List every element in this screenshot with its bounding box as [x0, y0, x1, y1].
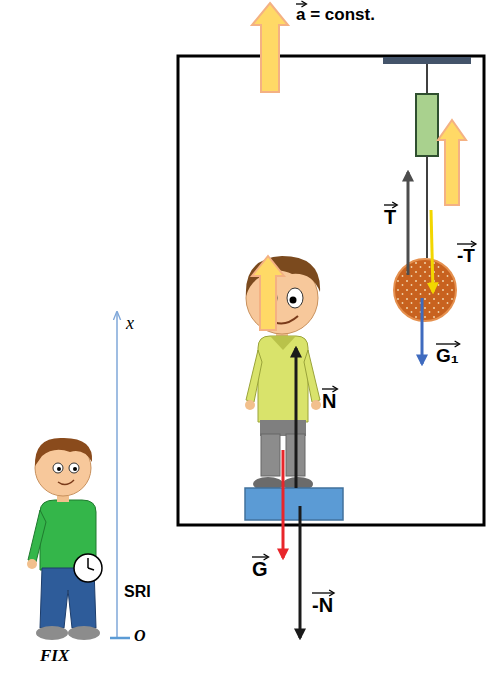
axis-label: SRI	[124, 583, 151, 600]
axis-label: x	[126, 313, 134, 333]
vector-arrow	[436, 343, 459, 344]
acceleration-arrow	[438, 120, 466, 205]
label-holder: -N	[312, 592, 333, 618]
vector-arrow	[322, 388, 336, 389]
vector-label: G	[252, 558, 268, 580]
vector-arrow	[296, 3, 305, 4]
string	[426, 156, 428, 258]
label-holder: -T	[457, 244, 475, 269]
label-holder: O	[134, 626, 146, 647]
vector-label: a = const.	[296, 5, 375, 24]
acceleration-arrow	[252, 256, 284, 330]
tension-arrow	[407, 172, 410, 275]
label-holder: x	[126, 312, 134, 335]
label-holder: SRI	[124, 582, 151, 603]
dynamometer	[416, 94, 438, 156]
hanging-ball	[394, 259, 456, 321]
label-holder: a = const.	[296, 4, 375, 26]
axis-label: O	[134, 627, 146, 644]
reaction-tension-arrow	[431, 210, 433, 292]
vector-label: G₁	[436, 345, 459, 366]
vector-arrow	[384, 204, 396, 205]
vector-arrow	[252, 556, 268, 557]
clock	[74, 554, 102, 582]
vector-arrow	[457, 243, 475, 244]
label-holder: FIX	[40, 645, 69, 667]
scale-platform	[245, 488, 343, 520]
weight-arrow	[421, 298, 424, 364]
ceiling-mount	[383, 57, 471, 64]
acceleration-arrow	[252, 3, 288, 92]
observer-boy	[27, 438, 100, 640]
vector-label: N	[322, 390, 336, 412]
label-holder: T	[384, 204, 396, 230]
weight-arrow	[282, 450, 285, 558]
spring-wire	[426, 64, 428, 96]
normal-force-arrow	[295, 348, 298, 488]
vector-label: T	[384, 206, 396, 228]
label-holder: G₁	[436, 344, 459, 369]
vector-label: -N	[312, 594, 333, 616]
elevator-cabin	[178, 56, 484, 525]
vector-label: -T	[457, 245, 475, 266]
reaction-normal-arrow	[299, 506, 302, 638]
axis-label: FIX	[40, 646, 69, 665]
origin-tick	[110, 637, 130, 640]
vector-arrow	[312, 592, 333, 593]
label-holder: N	[322, 388, 336, 414]
x-axis	[116, 312, 118, 638]
label-holder: G	[252, 556, 268, 582]
